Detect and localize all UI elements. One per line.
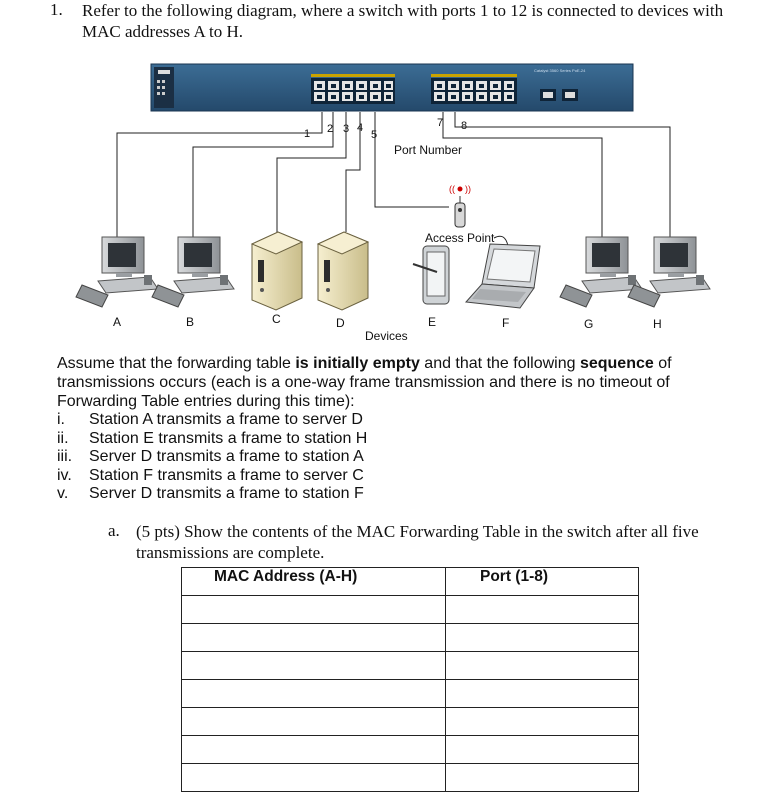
port-label-5: 5 — [371, 129, 377, 141]
table-row — [181, 595, 639, 624]
port-block-1 — [311, 74, 395, 104]
pc-a-icon — [75, 236, 159, 308]
mac-cell[interactable] — [181, 707, 446, 736]
table-row — [181, 763, 639, 792]
mac-cell[interactable] — [181, 735, 446, 764]
table-row — [181, 735, 639, 764]
subquestion-letter: a. — [108, 521, 120, 540]
table-row — [181, 623, 639, 652]
mac-cell[interactable] — [181, 679, 446, 708]
table-row — [181, 651, 639, 680]
cables — [116, 112, 671, 247]
header-port: Port (1-8) — [445, 567, 639, 596]
port-cell[interactable] — [445, 707, 639, 736]
port-cell[interactable] — [445, 651, 639, 680]
header-mac-address: MAC Address (A-H) — [181, 567, 446, 596]
port-cell[interactable] — [445, 623, 639, 652]
port-label-1: 1 — [304, 128, 310, 140]
list-item: v.Server D transmits a frame to station … — [57, 485, 364, 503]
mac-forwarding-table: MAC Address (A-H) Port (1-8) — [181, 567, 639, 792]
list-item: iv.Station F transmits a frame to server… — [57, 466, 364, 484]
transmission-steps: i.Station A transmits a frame to server … — [57, 411, 367, 504]
network-diagram: Catalyst 3560 Series PoE-24 — [75, 63, 711, 343]
table-row — [181, 707, 639, 736]
assumption-paragraph: Assume that the forwarding table is init… — [57, 355, 672, 410]
port-number-label: Port Number — [394, 143, 462, 157]
device-label-c: C — [272, 312, 281, 326]
device-label-h: H — [653, 317, 662, 331]
access-point-label: Access Point — [425, 231, 495, 245]
table-header-row: MAC Address (A-H) Port (1-8) — [181, 567, 639, 596]
mac-cell[interactable] — [181, 651, 446, 680]
mac-cell[interactable] — [181, 623, 446, 652]
list-item: ii.Station E transmits a frame to statio… — [57, 429, 368, 447]
device-label-a: A — [113, 315, 121, 329]
table-row — [181, 679, 639, 708]
access-point-icon: (( )) — [449, 184, 471, 228]
pc-h-icon — [627, 236, 711, 308]
port-cell[interactable] — [445, 735, 639, 764]
tablet-e-icon — [412, 245, 450, 305]
port-label-2: 2 — [327, 123, 333, 135]
device-label-d: D — [336, 316, 345, 330]
list-item: i.Station A transmits a frame to server … — [57, 411, 363, 428]
question-text: Refer to the following diagram, where a … — [82, 1, 724, 41]
device-label-g: G — [584, 317, 593, 331]
question-number: 1. — [50, 0, 63, 19]
port-cell[interactable] — [445, 595, 639, 624]
list-item: iii.Server D transmits a frame to statio… — [57, 448, 364, 466]
laptop-f-icon — [464, 243, 541, 309]
devices-label: Devices — [365, 329, 408, 343]
port-label-7: 7 — [437, 117, 443, 129]
pc-b-icon — [151, 236, 235, 308]
pc-g-icon — [559, 236, 643, 308]
subquestion-text: (5 pts) Show the contents of the MAC For… — [136, 522, 699, 562]
switch: Catalyst 3560 Series PoE-24 — [150, 63, 634, 112]
mac-cell[interactable] — [181, 595, 446, 624]
port-cell[interactable] — [445, 679, 639, 708]
wireless-signal-icon: (( — [449, 184, 455, 194]
server-d-icon — [316, 231, 370, 311]
port-block-2 — [431, 74, 517, 104]
device-label-f: F — [502, 316, 509, 330]
port-label-8: 8 — [461, 120, 467, 132]
device-label-e: E — [428, 315, 436, 329]
uplink-ports — [540, 89, 578, 101]
svg-text:)): )) — [465, 184, 471, 194]
switch-model-label: Catalyst 3560 Series PoE-24 — [534, 68, 586, 73]
device-label-b: B — [186, 315, 194, 329]
mac-cell[interactable] — [181, 763, 446, 792]
port-cell[interactable] — [445, 763, 639, 792]
server-c-icon — [250, 231, 304, 311]
